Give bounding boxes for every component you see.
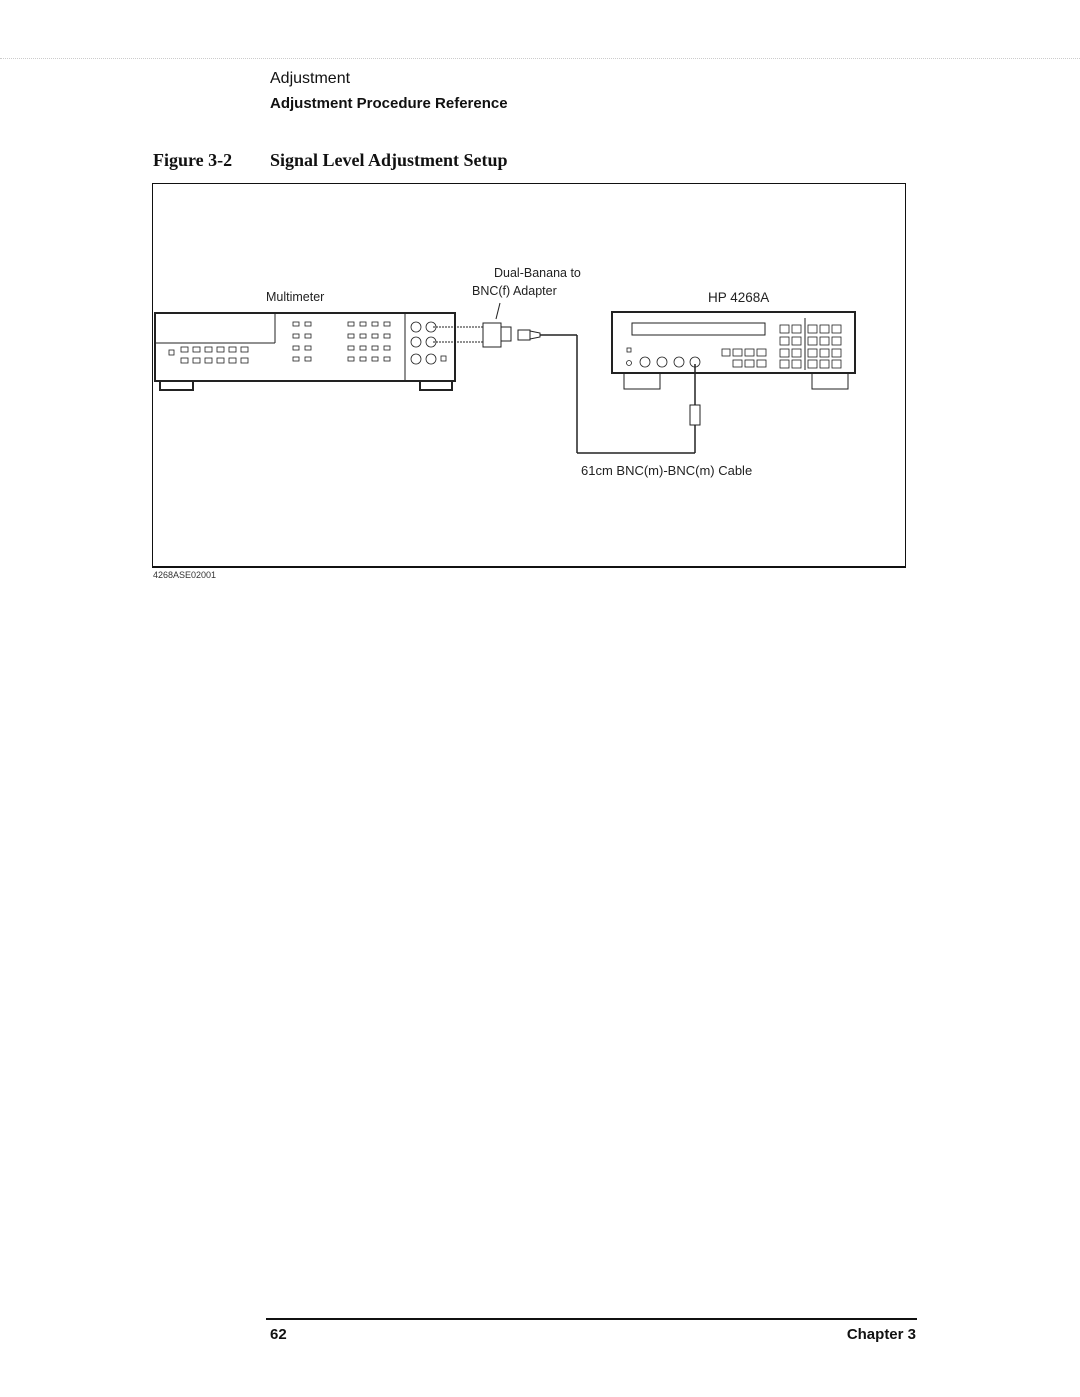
section-heading: Adjustment xyxy=(270,70,351,87)
subsection-heading: Adjustment Procedure Reference xyxy=(270,95,508,112)
setup-diagram xyxy=(154,302,856,454)
adapter-illustration xyxy=(433,302,577,348)
multimeter-illustration xyxy=(154,312,456,391)
chapter-label: Chapter 3 xyxy=(846,1326,916,1343)
instrument-label: HP 4268A xyxy=(708,290,770,305)
figure-number: Figure 3-2 xyxy=(153,150,233,170)
footer-rule xyxy=(266,1318,917,1320)
cable-illustration xyxy=(576,335,701,454)
top-rule xyxy=(0,58,1080,59)
figure-title: Signal Level Adjustment Setup xyxy=(270,150,508,170)
adapter-label-line2: BNC(f) Adapter xyxy=(472,284,557,298)
figure-id: 4268ASE02001 xyxy=(153,570,217,580)
multimeter-label: Multimeter xyxy=(266,290,325,304)
page-number: 62 xyxy=(270,1326,287,1343)
hp4268a-illustration xyxy=(611,311,856,390)
figure-frame xyxy=(152,183,906,568)
adapter-label-line1: Dual-Banana to xyxy=(494,266,581,280)
cable-label: 61cm BNC(m)-BNC(m) Cable xyxy=(581,463,753,478)
